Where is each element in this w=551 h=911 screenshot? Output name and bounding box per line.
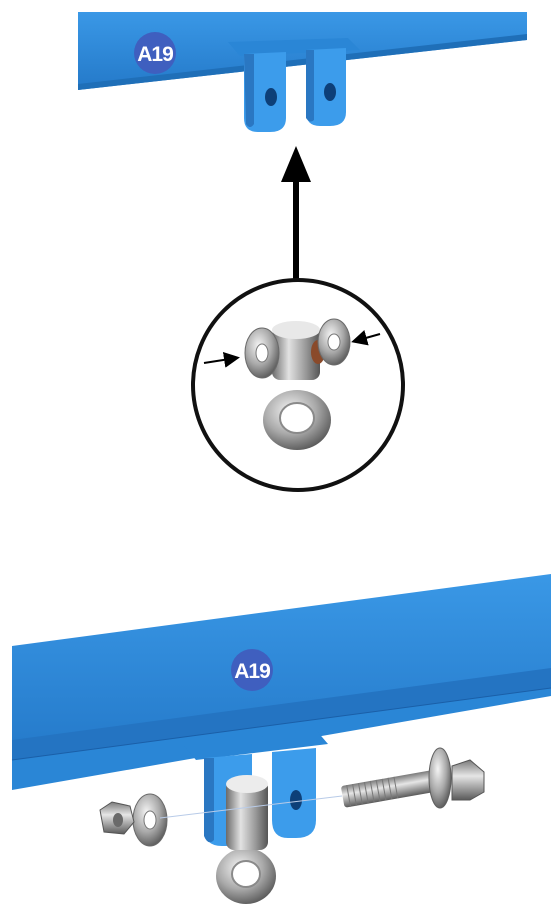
nut-and-washer <box>100 794 167 846</box>
top-bracket <box>228 38 360 132</box>
part-badge-top: A19 <box>134 32 176 74</box>
insert-arrow <box>281 146 311 290</box>
part-label-top: A19 <box>137 43 173 66</box>
part-label-bottom: A19 <box>234 660 270 683</box>
part-badge-bottom: A19 <box>231 649 273 691</box>
bolt <box>341 748 484 808</box>
detail-callout-circle <box>193 280 403 490</box>
